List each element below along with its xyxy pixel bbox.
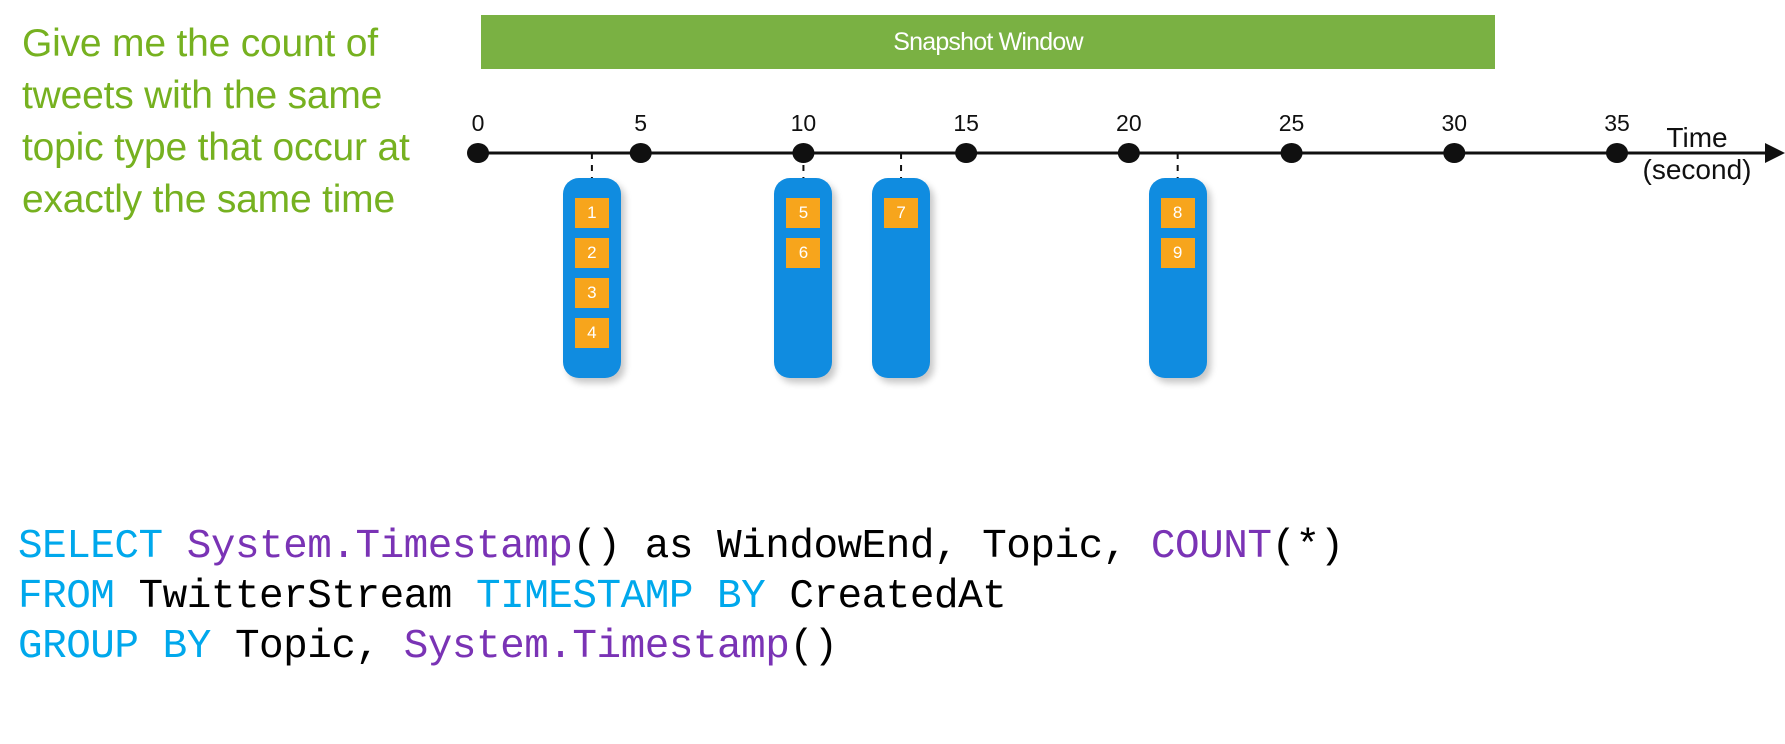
event-group-3[interactable]: 7	[872, 178, 931, 378]
axis-tick-label-15: 15	[953, 110, 979, 136]
sql-token: COUNT	[1150, 524, 1272, 570]
sql-token: FROM	[18, 574, 115, 620]
axis-tick-label-0: 0	[471, 110, 485, 136]
sql-line-3: GROUP BY Topic, System.Timestamp()	[18, 622, 1344, 672]
event-tile[interactable]: 2	[574, 238, 609, 268]
snapshot-window-bar: Snapshot Window	[481, 15, 1495, 69]
sql-token: TIMESTAMP BY	[475, 574, 766, 620]
sql-token: () as WindowEnd, Topic,	[572, 524, 1151, 570]
axis-tick-label-20: 20	[1116, 110, 1142, 136]
event-tile[interactable]: 4	[574, 318, 609, 348]
event-tile[interactable]: 5	[786, 198, 821, 228]
event-tile[interactable]: 1	[574, 198, 609, 228]
axis-tick-label-25: 25	[1278, 110, 1305, 136]
prompt-text: Give me the count of tweets with the sam…	[22, 22, 421, 221]
sql-line-1: SELECT System.Timestamp() as WindowEnd, …	[18, 522, 1344, 572]
axis-tick-dot	[955, 143, 978, 163]
event-tile[interactable]: 3	[574, 278, 609, 308]
sql-token	[163, 524, 187, 570]
event-tile[interactable]: 7	[884, 198, 919, 228]
timeline-axis-svg	[467, 143, 1785, 182]
axis-tick-dot	[1280, 143, 1303, 163]
sql-token: CreatedAt	[765, 574, 1007, 620]
tick-dots	[467, 143, 1628, 163]
sql-token: GROUP BY	[18, 624, 211, 670]
axis-tick-label-10: 10	[790, 110, 817, 136]
axis-tick-dot	[1117, 143, 1140, 163]
sql-token: System.Timestamp	[403, 624, 790, 670]
axis-title-line1: Time	[1666, 122, 1728, 153]
axis-tick-label-5: 5	[634, 110, 648, 136]
axis-tick-label-35: 35	[1604, 110, 1630, 136]
leader-dashed-lines	[590, 153, 1179, 182]
sql-token: Topic,	[210, 624, 404, 670]
axis-tick-dot	[1443, 143, 1466, 163]
event-tile[interactable]: 8	[1160, 198, 1195, 228]
sql-token: SELECT	[18, 524, 163, 570]
axis-tick-dot	[467, 143, 489, 163]
axis-tick-dot	[1606, 143, 1628, 163]
sql-token: ()	[789, 624, 838, 670]
sql-token: System.Timestamp	[186, 524, 573, 570]
sql-query-block: SELECT System.Timestamp() as WindowEnd, …	[18, 522, 1344, 672]
axis-arrow-icon	[1765, 143, 1785, 163]
sql-token: (*)	[1271, 524, 1344, 570]
axis-title: Time (second)	[1643, 122, 1752, 186]
axis-tick-label-30: 30	[1441, 110, 1468, 136]
event-tile[interactable]: 9	[1160, 238, 1195, 268]
sql-line-2: FROM TwitterStream TIMESTAMP BY CreatedA…	[18, 572, 1344, 622]
axis-tick-dot	[629, 143, 652, 163]
snapshot-window-title: Snapshot Window	[893, 28, 1083, 56]
axis-title-line2: (second)	[1642, 154, 1752, 185]
event-tile[interactable]: 6	[786, 238, 821, 268]
event-group-1[interactable]: 1 2 3 4	[562, 178, 621, 378]
sql-token: TwitterStream	[114, 574, 476, 620]
